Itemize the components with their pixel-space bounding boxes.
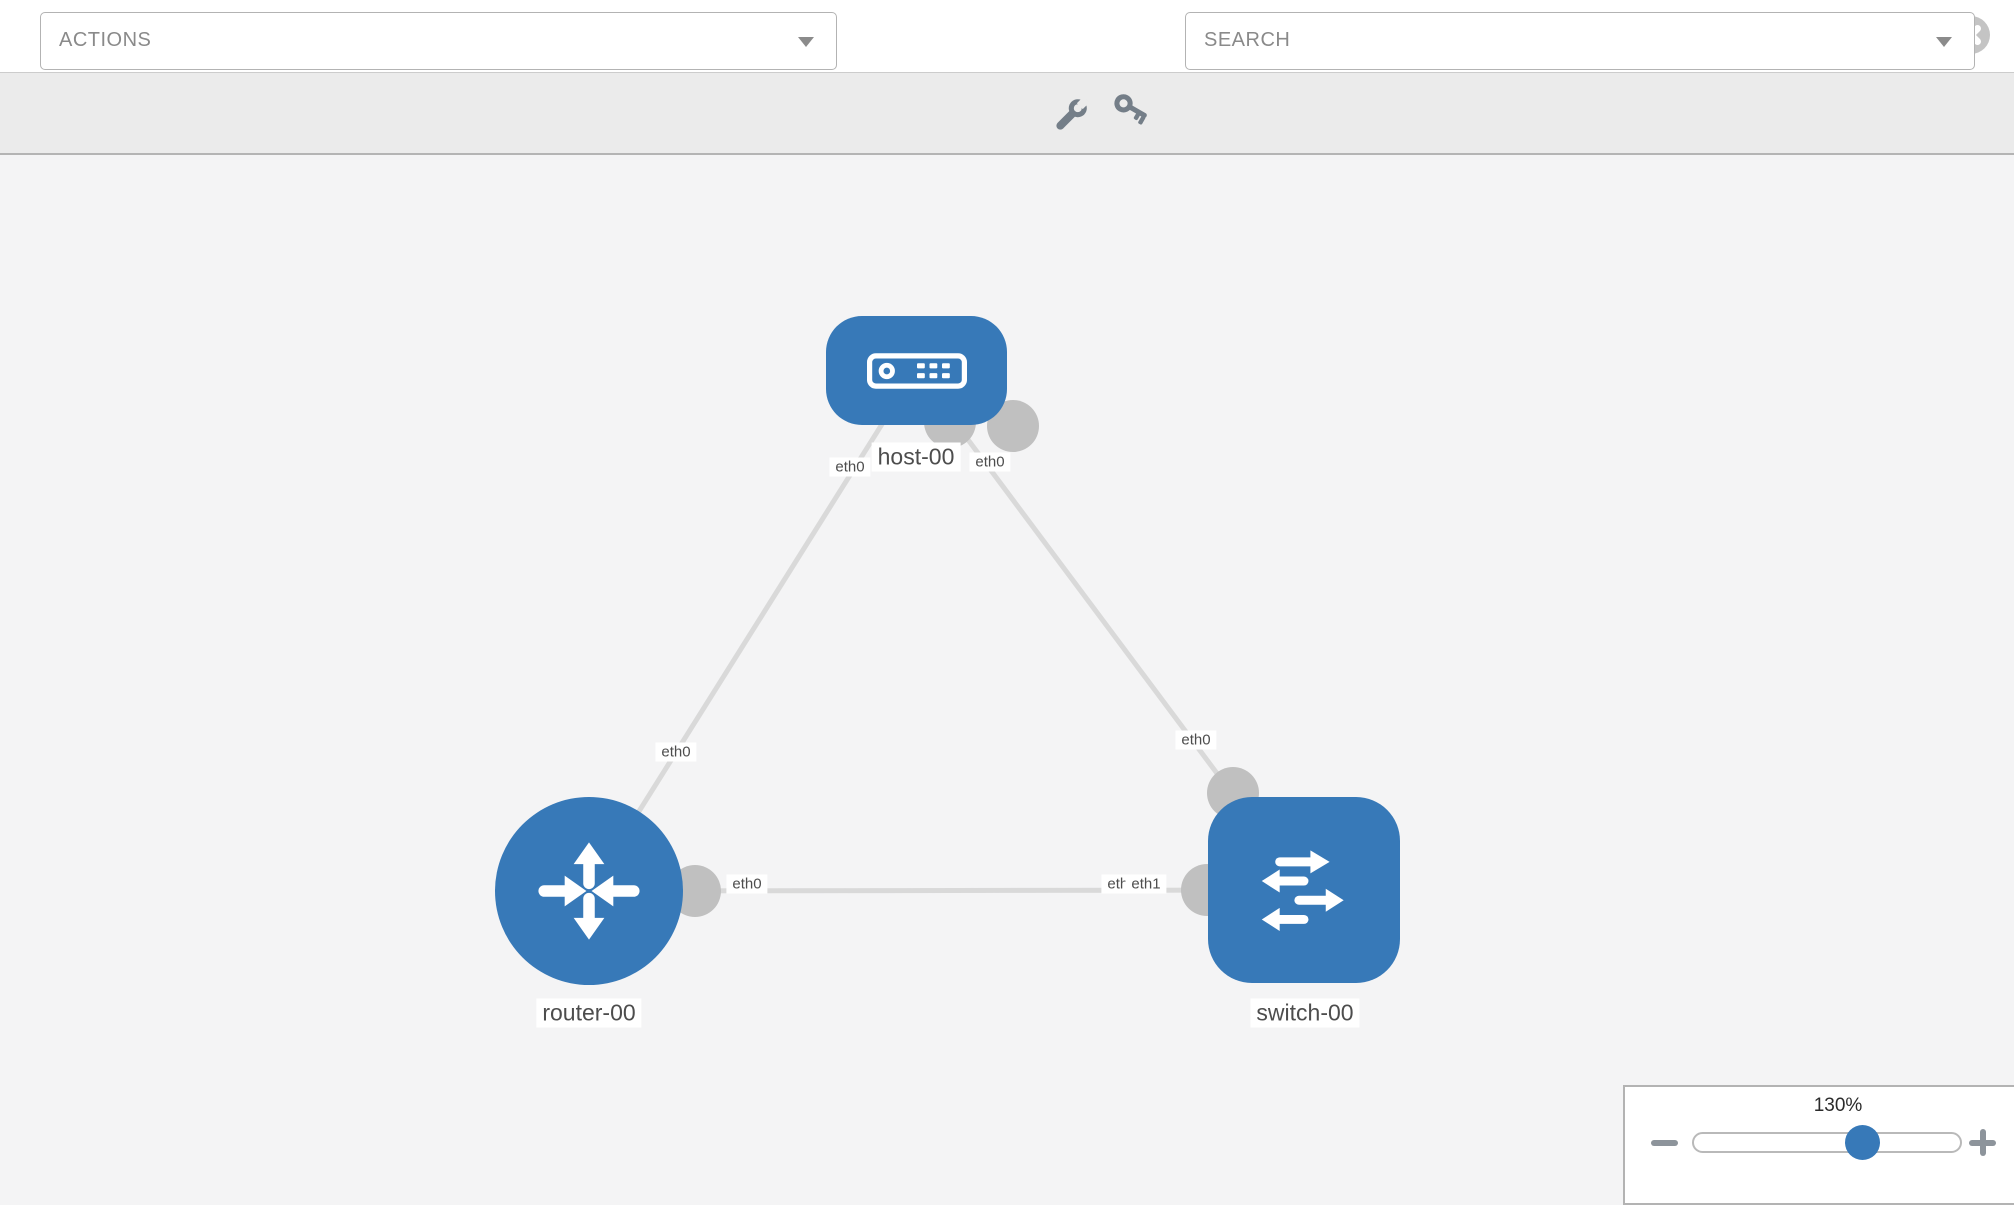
node-router-00[interactable] xyxy=(495,797,683,985)
node-label-host: host-00 xyxy=(871,442,961,472)
link-router-host xyxy=(586,368,919,893)
switch-icon xyxy=(1261,850,1344,931)
search-placeholder: SEARCH xyxy=(1204,29,1291,51)
link-layer xyxy=(586,368,1307,917)
node-label-router: router-00 xyxy=(536,998,642,1028)
node-label-switch: switch-00 xyxy=(1250,998,1360,1028)
actions-dropdown[interactable]: ACTIONS xyxy=(40,12,837,70)
chevron-down-icon xyxy=(1936,37,1952,47)
zoom-out-minus-icon[interactable] xyxy=(1651,1140,1678,1146)
search-dropdown[interactable]: SEARCH xyxy=(1185,12,1975,70)
topology-canvas[interactable]: eth0 eth0 eth0 eth0 eth0 eth0 eth1 host-… xyxy=(0,155,2014,1200)
router-icon xyxy=(538,842,640,940)
key-icon[interactable] xyxy=(1112,94,1156,138)
zoom-control-panel: 130% xyxy=(1623,1085,2014,1205)
zoom-slider-handle[interactable] xyxy=(1845,1125,1880,1160)
zoom-slider-track[interactable] xyxy=(1692,1132,1962,1153)
toolbar xyxy=(0,73,2014,155)
interface-label: eth0 xyxy=(829,457,871,477)
zoom-level-label: 130% xyxy=(1813,1095,1863,1116)
chevron-down-icon xyxy=(798,37,814,47)
interface-label: eth0 xyxy=(655,742,697,762)
interface-label: eth0 xyxy=(969,452,1011,472)
actions-dropdown-label: ACTIONS xyxy=(59,29,152,51)
node-switch-00[interactable] xyxy=(1208,797,1400,983)
zoom-in-plus-icon[interactable] xyxy=(1969,1129,1996,1156)
node-host-00[interactable] xyxy=(826,316,1007,425)
interface-label: eth0 xyxy=(726,874,768,894)
interface-circle-host-eth0b[interactable] xyxy=(987,400,1039,452)
interface-label: eth1 xyxy=(1125,874,1167,894)
interface-label: eth0 xyxy=(1175,730,1217,750)
wrench-icon[interactable] xyxy=(1048,94,1092,138)
host-icon xyxy=(866,352,967,389)
